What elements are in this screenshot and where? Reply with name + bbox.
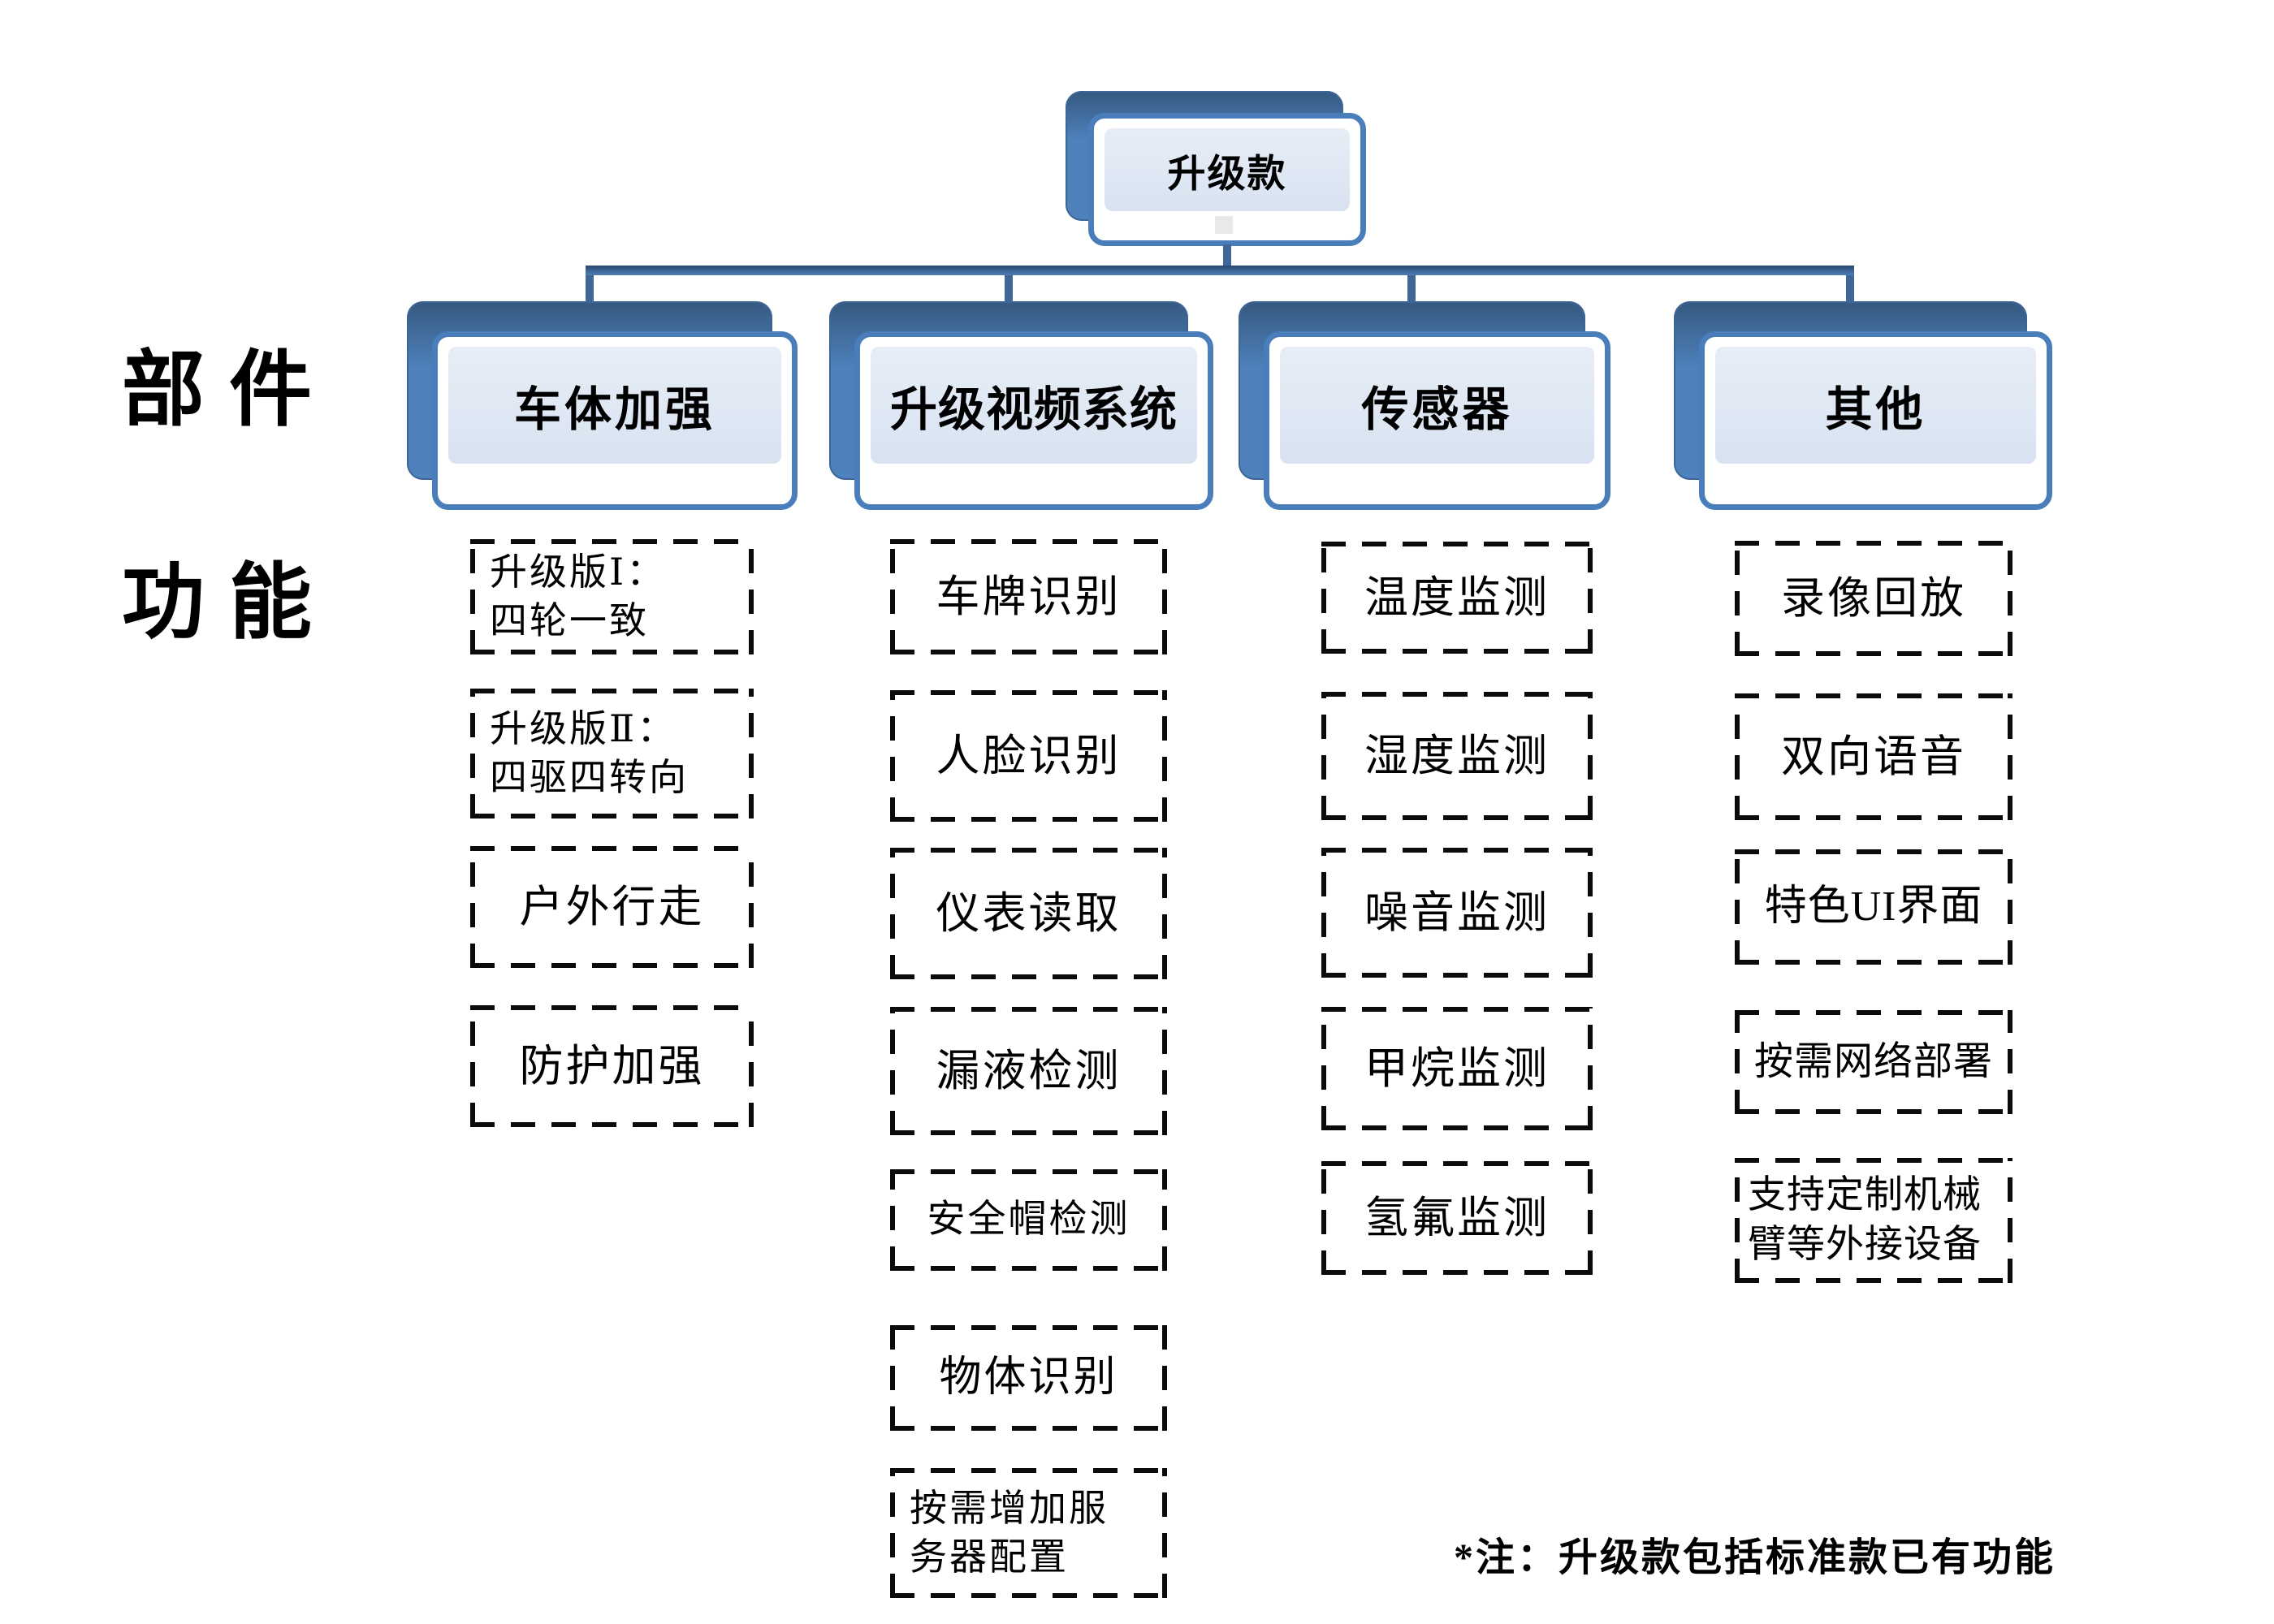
- function-box-label: 人脸识别: [936, 731, 1122, 780]
- branch-4-panel: 其他: [1715, 347, 2036, 464]
- function-box-object-recognition: 物体识别: [890, 1325, 1167, 1431]
- function-box-video-playback: 录像回放: [1735, 541, 2012, 656]
- branch-3-panel: 传感器: [1280, 347, 1594, 464]
- branch-2-label: 升级视频系统: [889, 383, 1178, 436]
- function-box-label: 噪音监测: [1364, 888, 1550, 937]
- resize-handle-artifact: [1215, 216, 1233, 234]
- connector-stub-branch-3: [1407, 275, 1416, 303]
- function-box-temperature: 温度监测: [1321, 542, 1593, 654]
- function-box-helmet-detection: 安全帽检测: [890, 1169, 1167, 1271]
- connector-root-drop: [1223, 244, 1231, 270]
- function-box-label: 漏液检测: [936, 1046, 1122, 1095]
- function-box-label: 湿度监测: [1364, 731, 1550, 780]
- branch-4-label: 其他: [1825, 383, 1926, 436]
- function-box-label: 防护加强: [519, 1041, 705, 1091]
- root-node: 升级款: [1088, 113, 1366, 246]
- function-box-label: 支持定制机械 臂等外接设备: [1748, 1173, 1982, 1266]
- function-box-ui: 特色UI界面: [1735, 849, 2012, 965]
- function-box-label: 按需增加服 务器配置: [910, 1488, 1109, 1578]
- function-box-protection: 防护加强: [470, 1005, 754, 1127]
- root-node-panel: 升级款: [1105, 128, 1350, 211]
- footnote: *注：升级款包括标准款已有功能: [1454, 1536, 2056, 1579]
- branch-1-node: 车体加强: [432, 331, 798, 510]
- connector-stub-branch-4: [1846, 275, 1854, 303]
- function-box-meter-reading: 仪表读取: [890, 848, 1167, 979]
- function-box-external-devices: 支持定制机械 臂等外接设备: [1735, 1158, 2012, 1283]
- function-box-label: 升级版Ⅰ： 四轮一致: [490, 551, 667, 641]
- function-box-plate-recognition: 车牌识别: [890, 539, 1167, 654]
- function-box-label: 录像回放: [1781, 573, 1966, 623]
- function-box-label: 温度监测: [1364, 572, 1550, 622]
- connector-stub-branch-2: [1005, 275, 1013, 303]
- connector-rail: [586, 266, 1854, 275]
- function-box-server-config: 按需增加服 务器配置: [890, 1468, 1167, 1598]
- function-box-two-way-audio: 双向语音: [1735, 693, 2012, 820]
- branch-2-node: 升级视频系统: [854, 331, 1213, 510]
- function-box-label: 按需网络部署: [1753, 1039, 1993, 1083]
- branch-3-label: 传感器: [1361, 383, 1513, 436]
- branch-1-panel: 车体加强: [448, 347, 781, 464]
- root-node-label: 升级款: [1167, 153, 1287, 196]
- branch-1-label: 车体加强: [513, 383, 715, 436]
- function-box-label: 车牌识别: [936, 572, 1122, 621]
- branch-3-node: 传感器: [1264, 331, 1610, 510]
- function-box-outdoor-walking: 户外行走: [470, 846, 754, 968]
- function-box-label: 氢氟监测: [1364, 1193, 1550, 1242]
- function-box-network-deploy: 按需网络部署: [1735, 1010, 2012, 1114]
- branch-2-panel: 升级视频系统: [871, 347, 1197, 464]
- function-box-humidity: 湿度监测: [1321, 692, 1593, 820]
- function-box-label: 双向语音: [1781, 732, 1966, 781]
- function-box-upgrade-2: 升级版Ⅱ： 四驱四转向: [470, 689, 754, 818]
- function-box-methane: 甲烷监测: [1321, 1007, 1593, 1130]
- connector-stub-branch-1: [586, 275, 594, 303]
- function-box-label: 甲烷监测: [1364, 1043, 1550, 1093]
- function-box-label: 安全帽检测: [927, 1198, 1131, 1241]
- row-label-components: 部件: [122, 345, 336, 437]
- function-box-label: 物体识别: [939, 1354, 1118, 1402]
- branch-4-node: 其他: [1699, 331, 2052, 510]
- function-box-label: 仪表读取: [936, 888, 1122, 938]
- function-box-label: 户外行走: [519, 882, 705, 931]
- function-box-hydrogen-fluoride: 氢氟监测: [1321, 1161, 1593, 1275]
- function-box-upgrade-1: 升级版Ⅰ： 四轮一致: [470, 539, 754, 654]
- function-box-label: 升级版Ⅱ： 四驱四转向: [490, 708, 689, 798]
- function-box-leak-detection: 漏液检测: [890, 1007, 1167, 1135]
- row-label-functions: 功能: [122, 558, 336, 650]
- function-box-face-recognition: 人脸识别: [890, 690, 1167, 822]
- function-box-label: 特色UI界面: [1764, 883, 1983, 931]
- function-box-noise: 噪音监测: [1321, 848, 1593, 978]
